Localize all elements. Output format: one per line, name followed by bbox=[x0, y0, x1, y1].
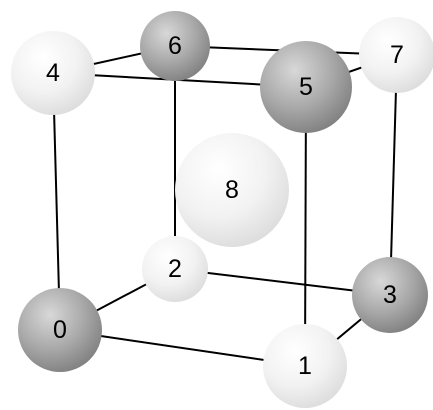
atom-3: 3 bbox=[352, 257, 428, 333]
edge-1-5 bbox=[304, 86, 307, 367]
atom-label-0: 0 bbox=[53, 316, 67, 344]
atom-sphere-0 bbox=[18, 288, 102, 372]
atom-label-6: 6 bbox=[168, 32, 182, 60]
atom-sphere-3 bbox=[352, 257, 428, 333]
atom-4: 4 bbox=[11, 31, 95, 115]
atom-label-4: 4 bbox=[46, 59, 60, 87]
atom-label-5: 5 bbox=[299, 73, 313, 101]
atom-5: 5 bbox=[260, 41, 352, 133]
atom-label-7: 7 bbox=[390, 41, 404, 69]
atom-8: 8 bbox=[175, 133, 289, 247]
atoms: 8 2 6 7 4 3 5 0 1 bbox=[11, 11, 433, 408]
atom-sphere-5 bbox=[260, 41, 352, 133]
atom-label-3: 3 bbox=[383, 281, 397, 309]
atom-label-8: 8 bbox=[225, 176, 239, 204]
atom-6: 6 bbox=[140, 11, 210, 81]
atom-7: 7 bbox=[359, 17, 433, 93]
atom-sphere-7 bbox=[359, 17, 433, 93]
atom-sphere-6 bbox=[140, 11, 210, 81]
atom-0: 0 bbox=[18, 288, 102, 372]
atom-sphere-8 bbox=[175, 133, 289, 247]
edge-3-7 bbox=[389, 54, 398, 296]
atom-2: 2 bbox=[142, 236, 208, 302]
atom-1: 1 bbox=[263, 324, 347, 408]
atom-sphere-4 bbox=[11, 31, 95, 115]
atom-sphere-1 bbox=[263, 324, 347, 408]
atom-label-2: 2 bbox=[168, 255, 182, 283]
edge-0-4 bbox=[52, 72, 61, 331]
atom-label-1: 1 bbox=[298, 352, 312, 380]
atom-sphere-2 bbox=[142, 236, 208, 302]
